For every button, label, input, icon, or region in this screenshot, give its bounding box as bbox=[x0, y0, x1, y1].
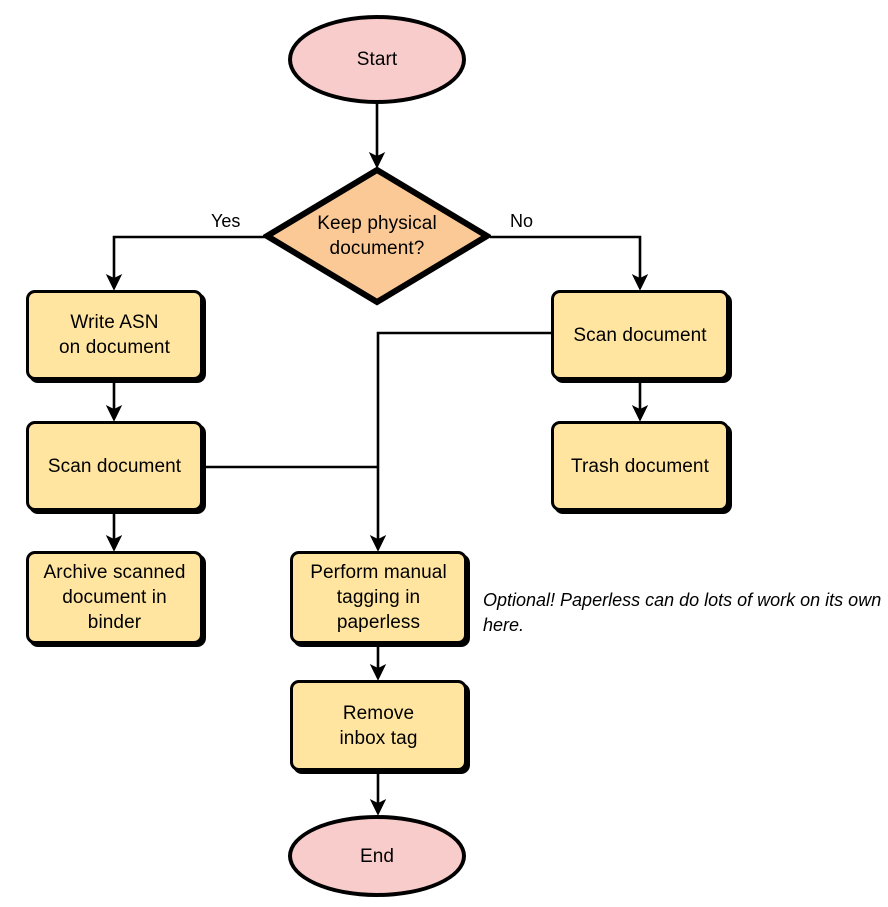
node-archive-scanned-document-label: Archive scanned document in binder bbox=[43, 562, 186, 633]
node-perform-manual-tagging[interactable]: Perform manual tagging in paperless bbox=[290, 551, 467, 644]
node-write-asn-label: Write ASN on document bbox=[59, 312, 170, 358]
edge-label-no: No bbox=[510, 211, 534, 231]
node-keep-physical-document[interactable]: Keep physical document? bbox=[263, 166, 491, 306]
edge-scan-right-to-manual-tagging bbox=[369, 331, 551, 552]
node-remove-inbox-tag[interactable]: Remove inbox tag bbox=[290, 680, 467, 771]
edge-label-yes: Yes bbox=[211, 211, 241, 231]
node-scan-document-left[interactable]: Scan document bbox=[26, 421, 203, 511]
node-scan-document-left-label: Scan document bbox=[47, 455, 182, 477]
node-start-label: Start bbox=[356, 49, 398, 70]
node-perform-manual-tagging-label: Perform manual tagging in paperless bbox=[310, 562, 447, 633]
node-start[interactable]: Start bbox=[288, 15, 466, 104]
optional-note: Optional! Paperless can do lots of work … bbox=[483, 590, 882, 635]
node-end-label: End bbox=[359, 845, 395, 867]
node-write-asn[interactable]: Write ASN on document bbox=[26, 290, 203, 380]
diamond-shape bbox=[263, 166, 491, 306]
node-trash-document[interactable]: Trash document bbox=[551, 421, 729, 511]
node-trash-document-label: Trash document bbox=[571, 455, 709, 477]
node-archive-scanned-document[interactable]: Archive scanned document in binder bbox=[26, 551, 203, 644]
edge-yes-to-write-asn bbox=[105, 235, 265, 291]
edge-no-to-scan-right bbox=[490, 235, 649, 291]
node-remove-inbox-tag-label: Remove inbox tag bbox=[339, 702, 418, 749]
node-scan-document-right-label: Scan document bbox=[573, 324, 707, 346]
node-keep-physical-document-label: Keep physical document? bbox=[317, 213, 437, 259]
node-end[interactable]: End bbox=[288, 815, 466, 897]
node-scan-document-right[interactable]: Scan document bbox=[551, 290, 729, 380]
